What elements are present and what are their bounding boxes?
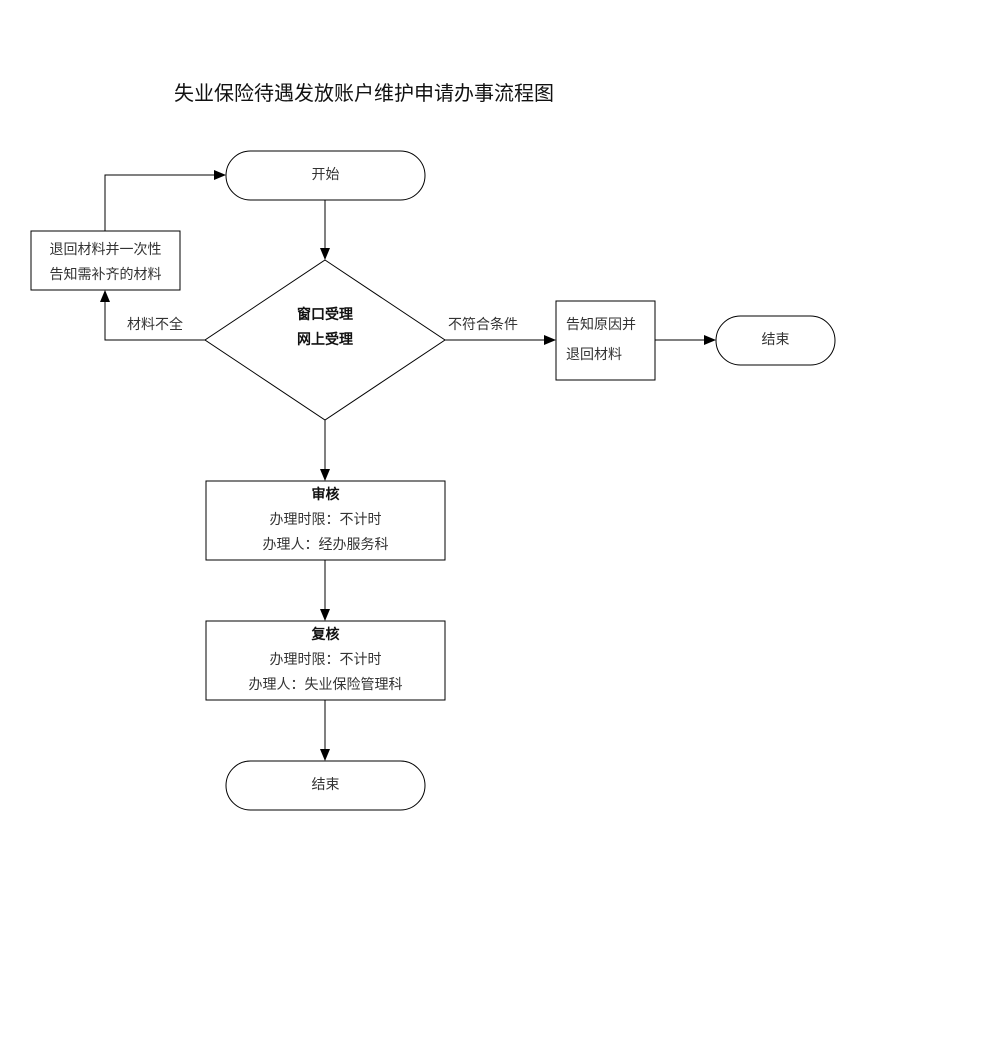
return-materials-line1: 退回材料并一次性: [49, 242, 162, 258]
recheck-title: 复核: [311, 627, 340, 643]
end-right-label: 结束: [761, 332, 790, 348]
end-terminal-bottom: [225, 760, 426, 811]
recheck-box: [205, 620, 446, 701]
decision-line2: 网上受理: [297, 332, 353, 348]
return-materials-line2: 告知需补齐的材料: [49, 267, 162, 283]
end-bottom-label: 结束: [311, 777, 340, 793]
notify-reason-line2: 退回材料: [566, 347, 622, 363]
return-materials-box: [30, 230, 181, 291]
connector-return-to-start: [104, 170, 226, 231]
end-terminal-right: [715, 315, 836, 366]
page-title: 失业保险待遇发放账户维护申请办事流程图: [174, 81, 554, 105]
review-line2: 办理人：经办服务科: [262, 537, 389, 553]
edge-label-not-eligible: 不符合条件: [448, 317, 518, 333]
recheck-line2: 办理人：失业保险管理科: [248, 677, 403, 693]
edge-label-incomplete: 材料不全: [127, 317, 183, 333]
start-label: 开始: [311, 167, 340, 183]
recheck-line1: 办理时限：不计时: [269, 652, 382, 668]
notify-reason-box: [555, 300, 656, 381]
review-box: [205, 480, 446, 561]
review-line1: 办理时限：不计时: [269, 512, 382, 528]
review-title: 审核: [311, 487, 340, 503]
connector-decision-to-return: [100, 290, 205, 341]
decision-line1: 窗口受理: [297, 307, 353, 323]
notify-reason-line1: 告知原因并: [566, 317, 636, 333]
